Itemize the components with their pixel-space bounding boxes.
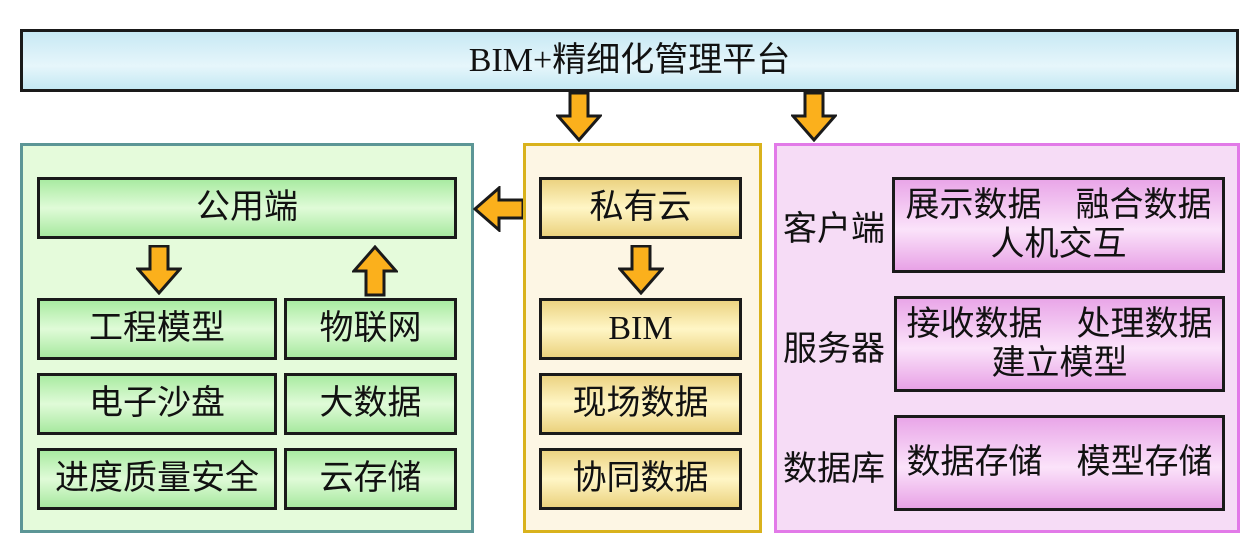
public-item-label: 物联网: [319, 310, 422, 348]
row-label: 数据库: [783, 430, 885, 500]
private-item-label: 现场数据: [572, 385, 709, 423]
row-line1: 接收数据 处理数据: [906, 305, 1213, 343]
private-header-box: 私有云: [539, 177, 742, 239]
platform-title: BIM+精细化管理平台: [468, 41, 791, 79]
row-label-text: 客户端: [783, 210, 885, 248]
private-item-box: 协同数据: [539, 448, 742, 510]
public-item-box: 大数据: [284, 373, 457, 435]
row-label-text: 数据库: [783, 450, 885, 488]
row-label: 客户端: [783, 190, 885, 260]
private-item-box: BIM: [539, 298, 742, 360]
public-item-box: 工程模型: [37, 298, 277, 360]
database-row-box: 数据存储 模型存储: [894, 415, 1225, 511]
arrow-up-icon: [352, 245, 398, 297]
arrow-down-icon: [556, 92, 602, 142]
row-label: 服务器: [783, 310, 885, 380]
row-label-text: 服务器: [783, 330, 885, 368]
public-header-label: 公用端: [196, 189, 298, 227]
row-line1: 展示数据 融合数据: [905, 186, 1212, 224]
private-header-label: 私有云: [589, 189, 692, 227]
row-line2: 建立模型: [991, 345, 1128, 382]
public-item-box: 电子沙盘: [37, 373, 277, 435]
private-item-label: 协同数据: [572, 460, 709, 498]
row-line1: 数据存储 模型存储: [906, 444, 1213, 482]
client-row-box: 展示数据 融合数据 人机交互: [892, 177, 1225, 273]
row-line2: 人机交互: [990, 226, 1127, 263]
server-row-box: 接收数据 处理数据 建立模型: [894, 296, 1225, 392]
public-item-label: 大数据: [319, 385, 422, 423]
private-item-label: BIM: [608, 310, 673, 348]
platform-title-bar: BIM+精细化管理平台: [20, 29, 1239, 92]
public-item-label: 云存储: [319, 460, 422, 498]
public-item-label: 工程模型: [89, 310, 225, 348]
public-item-label: 电子沙盘: [89, 385, 225, 423]
public-item-box: 进度质量安全: [37, 448, 277, 510]
public-item-label: 进度质量安全: [55, 460, 259, 498]
private-item-box: 现场数据: [539, 373, 742, 435]
public-item-box: 物联网: [284, 298, 457, 360]
arrow-left-icon: [473, 186, 525, 232]
arrow-down-icon: [791, 92, 837, 142]
arrow-down-icon: [618, 245, 664, 295]
public-header-box: 公用端: [37, 177, 457, 239]
public-item-box: 云存储: [284, 448, 457, 510]
arrow-down-icon: [136, 245, 182, 295]
